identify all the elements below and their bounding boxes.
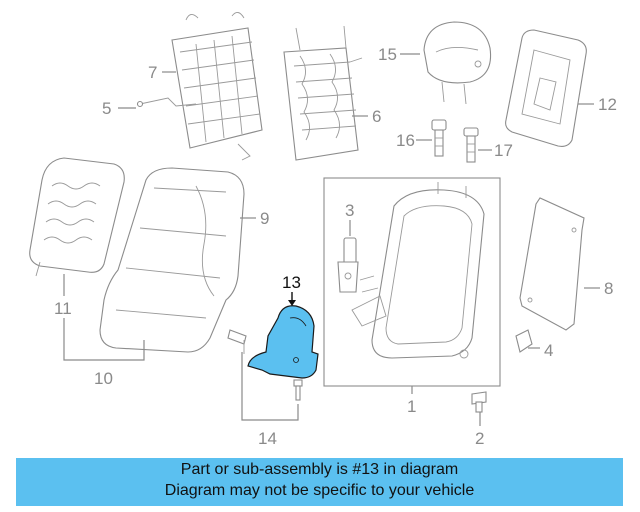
part-2-bolt (471, 391, 487, 413)
leader-13-arrow (288, 300, 296, 306)
callout-9: 9 (260, 209, 269, 228)
leader-14 (241, 352, 299, 421)
part-17-headrest-guide-lock (463, 127, 479, 163)
part-3-hinge-bracket (337, 237, 359, 293)
callout-7: 7 (148, 63, 157, 82)
part-1-seat-back-frame (351, 182, 485, 359)
callout-11: 11 (54, 299, 72, 318)
part-4-cap (515, 329, 533, 353)
callout-4: 4 (544, 341, 553, 360)
callout-17: 17 (494, 141, 513, 160)
callout-5: 5 (102, 99, 111, 118)
part-12-back-panel (505, 29, 587, 147)
part-5-wire-clip (136, 97, 197, 108)
callout-1: 1 (407, 397, 416, 416)
callout-16: 16 (396, 131, 415, 150)
part-14-screw-a (227, 329, 247, 354)
callout-14: 14 (258, 429, 277, 448)
part-14-screw-b (293, 379, 303, 401)
part-11-seat-back-pad (29, 157, 125, 277)
callout-13: 13 (282, 273, 301, 292)
part-6-lumbar-support (283, 25, 363, 161)
callout-6: 6 (372, 107, 381, 126)
callout-12: 12 (598, 95, 617, 114)
banner-line-2: Diagram may not be specific to your vehi… (164, 482, 475, 499)
callout-2: 2 (475, 429, 484, 448)
part-13-highlighted (247, 305, 319, 379)
callout-8: 8 (604, 279, 613, 298)
callout-15: 15 (378, 45, 397, 64)
part-15-headrest (423, 21, 492, 105)
callout-10: 10 (94, 369, 113, 388)
banner-line-1: Part or sub-assembly is #13 in diagram (180, 461, 459, 478)
part-16-headrest-guide (431, 119, 447, 157)
info-banner: Part or sub-assembly is #13 in diagram D… (16, 458, 623, 506)
part-8-side-panel (519, 197, 585, 331)
part-7-frame-wire (171, 12, 263, 161)
part-9-seat-back-cover (99, 167, 245, 353)
leader-10 (63, 318, 145, 361)
callout-3: 3 (345, 201, 354, 220)
